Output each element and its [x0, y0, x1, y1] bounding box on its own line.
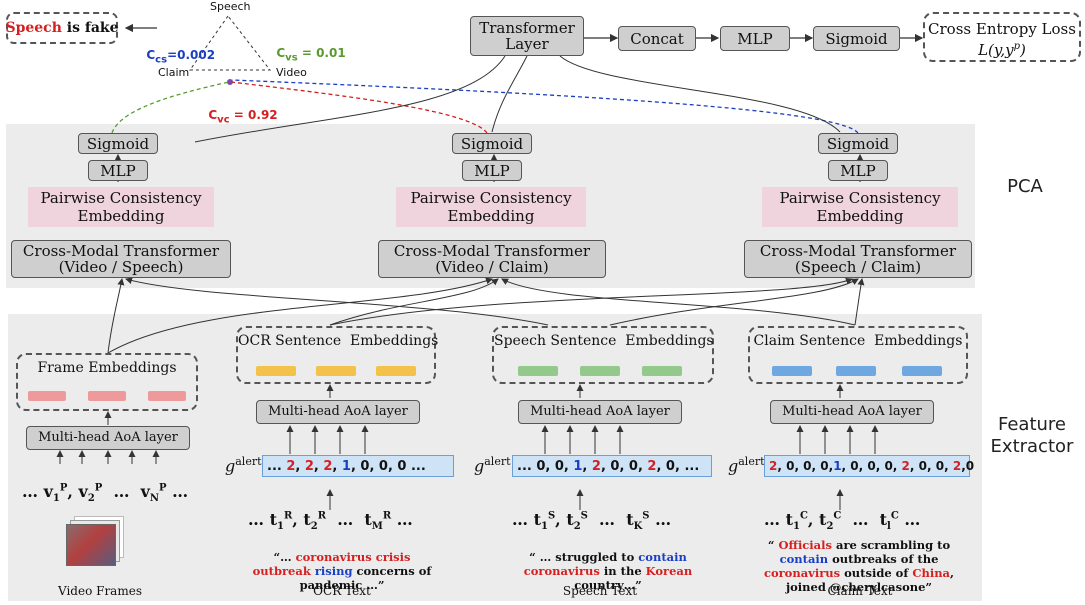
bottom-label-speech: Speech Text: [562, 584, 638, 598]
fake-label-prefix: Speech: [5, 20, 62, 36]
concat-box: Concat: [618, 26, 696, 51]
top-mlp-box: MLP: [720, 26, 790, 51]
mlp-box-1: MLP: [88, 160, 148, 181]
speech-fake-box: Speech is fake: [5, 12, 119, 44]
claim-caption: “ Officials are scrambling to contain ou…: [763, 538, 955, 594]
ocr-aoa-layer: Multi-head AoA layer: [256, 400, 420, 424]
transformer-layer-box: Transformer Layer: [470, 16, 584, 56]
ocr-sequence: … t1R, t2R … tMR …: [248, 510, 413, 533]
bottom-label-claim: Claim Text: [827, 584, 893, 598]
sigmoid-box-3: Sigmoid: [818, 133, 898, 154]
c-cs-value: Ccs=0.002: [146, 48, 216, 66]
speech-token-1: [518, 366, 558, 376]
claim-token-2: [836, 366, 876, 376]
frame-token-2: [88, 391, 126, 401]
video-aoa-layer: Multi-head AoA layer: [26, 426, 190, 450]
speech-embeddings-label: Speech Sentence Embeddings: [494, 333, 714, 349]
triangle-claim-label: Claim: [158, 66, 190, 79]
ocr-galert-label: galert: [225, 455, 262, 476]
frame-embeddings-box: Frame Embeddings: [16, 353, 198, 411]
c-vc-value: Cvc = 0.92: [208, 108, 278, 126]
ocr-alert-vector: ... 2, 2, 2, 1, 0, 0, 0 ...: [262, 455, 454, 477]
claim-embeddings-box: Claim Sentence Embeddings: [748, 326, 968, 384]
frame-embeddings-label: Frame Embeddings: [37, 360, 177, 376]
ocr-embeddings-box: OCR Sentence Embeddings: [236, 326, 439, 384]
video-sequence: … v1P, v2P … vNP …: [22, 482, 189, 505]
frame-token-3: [148, 391, 186, 401]
claim-aoa-layer: Multi-head AoA layer: [770, 400, 934, 424]
pca-label: PCA: [1007, 176, 1043, 197]
cmt-box-1: Cross-Modal Transformer(Video / Speech): [11, 240, 231, 278]
ocr-token-3: [376, 366, 416, 376]
claim-sequence: … t1C, t2C … tlC …: [764, 510, 921, 533]
mlp-box-3: MLP: [828, 160, 888, 181]
fake-label-suffix: is fake: [61, 20, 119, 36]
claim-embeddings-label: Claim Sentence Embeddings: [753, 333, 963, 349]
loss-box: Cross Entropy Loss L(y,yp): [923, 12, 1081, 62]
sigmoid-box-2: Sigmoid: [452, 133, 532, 154]
speech-token-2: [580, 366, 620, 376]
video-frames-image: [66, 516, 124, 570]
pairwise-embedding-2: Pairwise Consistency Embedding: [396, 187, 586, 227]
loss-title: Cross Entropy Loss: [928, 20, 1076, 38]
bottom-label-ocr: OCR Text: [313, 584, 371, 598]
speech-caption: “ … struggled to contain coronavirus in …: [523, 550, 693, 592]
mlp-box-2: MLP: [462, 160, 522, 181]
ocr-caption: “… coronavirus crisis outbreak rising co…: [252, 550, 432, 592]
ocr-token-1: [256, 366, 296, 376]
sigmoid-box-1: Sigmoid: [78, 133, 158, 154]
bottom-label-video: Video Frames: [58, 584, 142, 598]
ocr-embeddings-label: OCR Sentence Embeddings: [238, 333, 439, 349]
c-vs-value: Cvs = 0.01: [276, 46, 346, 64]
loss-formula: L(y,yp): [978, 41, 1026, 59]
triangle-speech-label: Speech: [210, 0, 251, 13]
speech-galert-label: galert: [474, 455, 511, 476]
claim-galert-label: galert: [728, 455, 765, 476]
frame-token-1: [28, 391, 66, 401]
speech-embeddings-box: Speech Sentence Embeddings: [492, 326, 714, 384]
speech-token-3: [642, 366, 682, 376]
pairwise-embedding-3: Pairwise Consistency Embedding: [762, 187, 958, 227]
speech-alert-vector: ... 0, 0, 1, 2, 0, 0, 2, 0, ...: [512, 455, 712, 477]
cmt-box-2: Cross-Modal Transformer(Video / Claim): [378, 240, 606, 278]
ocr-token-2: [316, 366, 356, 376]
triangle-video-label: Video: [276, 66, 307, 79]
claim-alert-vector: 2, 0, 0, 0,1, 0, 0, 0, 2, 0, 0, 2,0: [764, 455, 974, 477]
pairwise-embedding-1: Pairwise Consistency Embedding: [28, 187, 214, 227]
top-sigmoid-box: Sigmoid: [813, 26, 900, 51]
cmt-box-3: Cross-Modal Transformer(Speech / Claim): [744, 240, 972, 278]
claim-token-1: [772, 366, 812, 376]
speech-sequence: … t1S, t2S … tKS …: [512, 510, 672, 533]
speech-aoa-layer: Multi-head AoA layer: [518, 400, 682, 424]
claim-token-3: [902, 366, 942, 376]
